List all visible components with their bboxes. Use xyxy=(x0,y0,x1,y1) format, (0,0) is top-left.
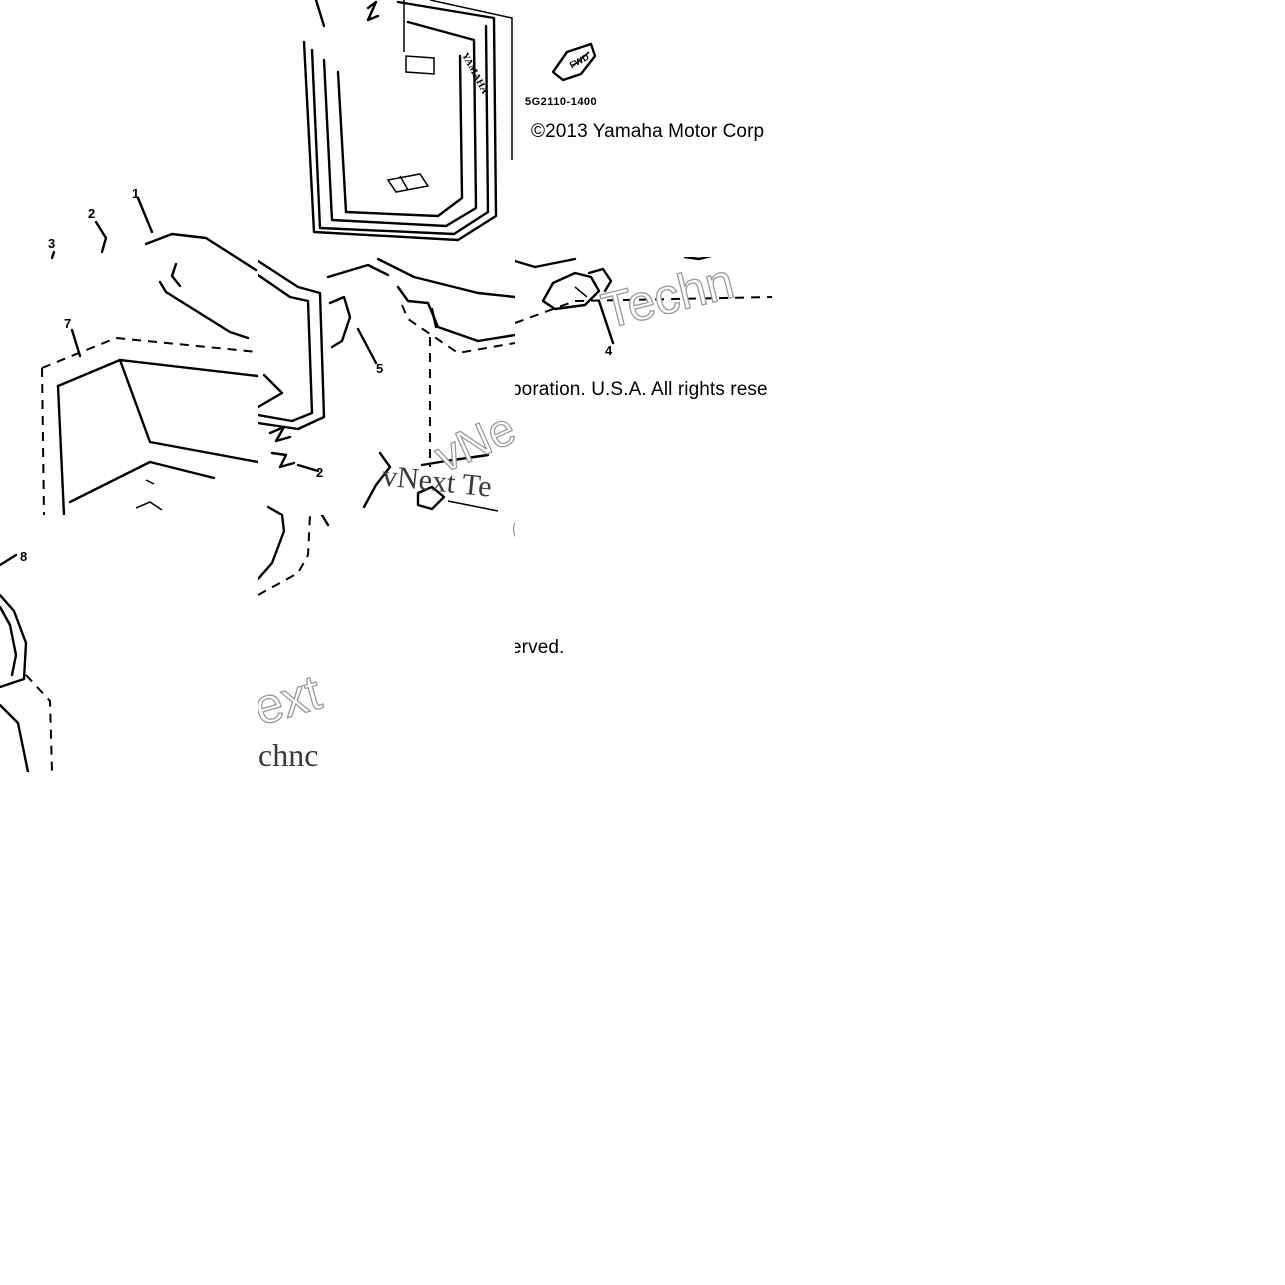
callout-3: 3 xyxy=(48,236,55,251)
lower-bracket-drawing xyxy=(258,515,330,596)
tile-headlight-housing: 1 2 3 7 xyxy=(0,180,258,515)
callout-8: 8 xyxy=(20,549,27,564)
blank-mask-lower-right xyxy=(322,515,515,772)
tile-copyright-tail: erved. xyxy=(515,515,772,772)
callout-2: 2 xyxy=(88,206,95,221)
front-marker-arrow xyxy=(551,42,597,82)
copyright-part-3: erved. xyxy=(515,637,565,658)
blank-mask-left-top xyxy=(0,0,258,180)
callout-2-lower: 2 xyxy=(316,465,323,480)
watermark-chnc: chnc xyxy=(258,737,319,772)
tile-wire-loop: 8 xyxy=(0,515,258,772)
headlight-housing-drawing: 1 2 3 7 xyxy=(41,186,258,515)
copyright-part-2: poration. U.S.A. All rights rese xyxy=(515,379,768,400)
callout-5: 5 xyxy=(376,361,383,376)
tile-parts-header: FWD 5G2110-1400 ©2013 Yamaha Motor Corp xyxy=(515,0,772,257)
bulb-drawing xyxy=(515,257,772,345)
tile-headlight-rim: YAMAHA xyxy=(258,0,515,257)
headlight-rim-drawing xyxy=(302,0,513,242)
callout-7: 7 xyxy=(64,316,71,331)
tile-bulb: 4 Techn poration. U.S.A. All rights rese xyxy=(515,257,772,515)
copyright-part-1: ©2013 Yamaha Motor Corp xyxy=(531,121,765,142)
wire-loop-drawing: 8 xyxy=(0,549,53,772)
tile-headlight-unit: 6 5 2 vNext Te vNe xyxy=(258,257,515,515)
headlight-unit-drawing: 6 5 2 xyxy=(258,257,515,515)
watermark-ord: ord xyxy=(511,515,515,550)
callout-1: 1 xyxy=(132,186,139,201)
part-number: 5G2110-1400 xyxy=(525,96,598,108)
tile-lower-bracket: ord ext chnc xyxy=(258,515,515,772)
